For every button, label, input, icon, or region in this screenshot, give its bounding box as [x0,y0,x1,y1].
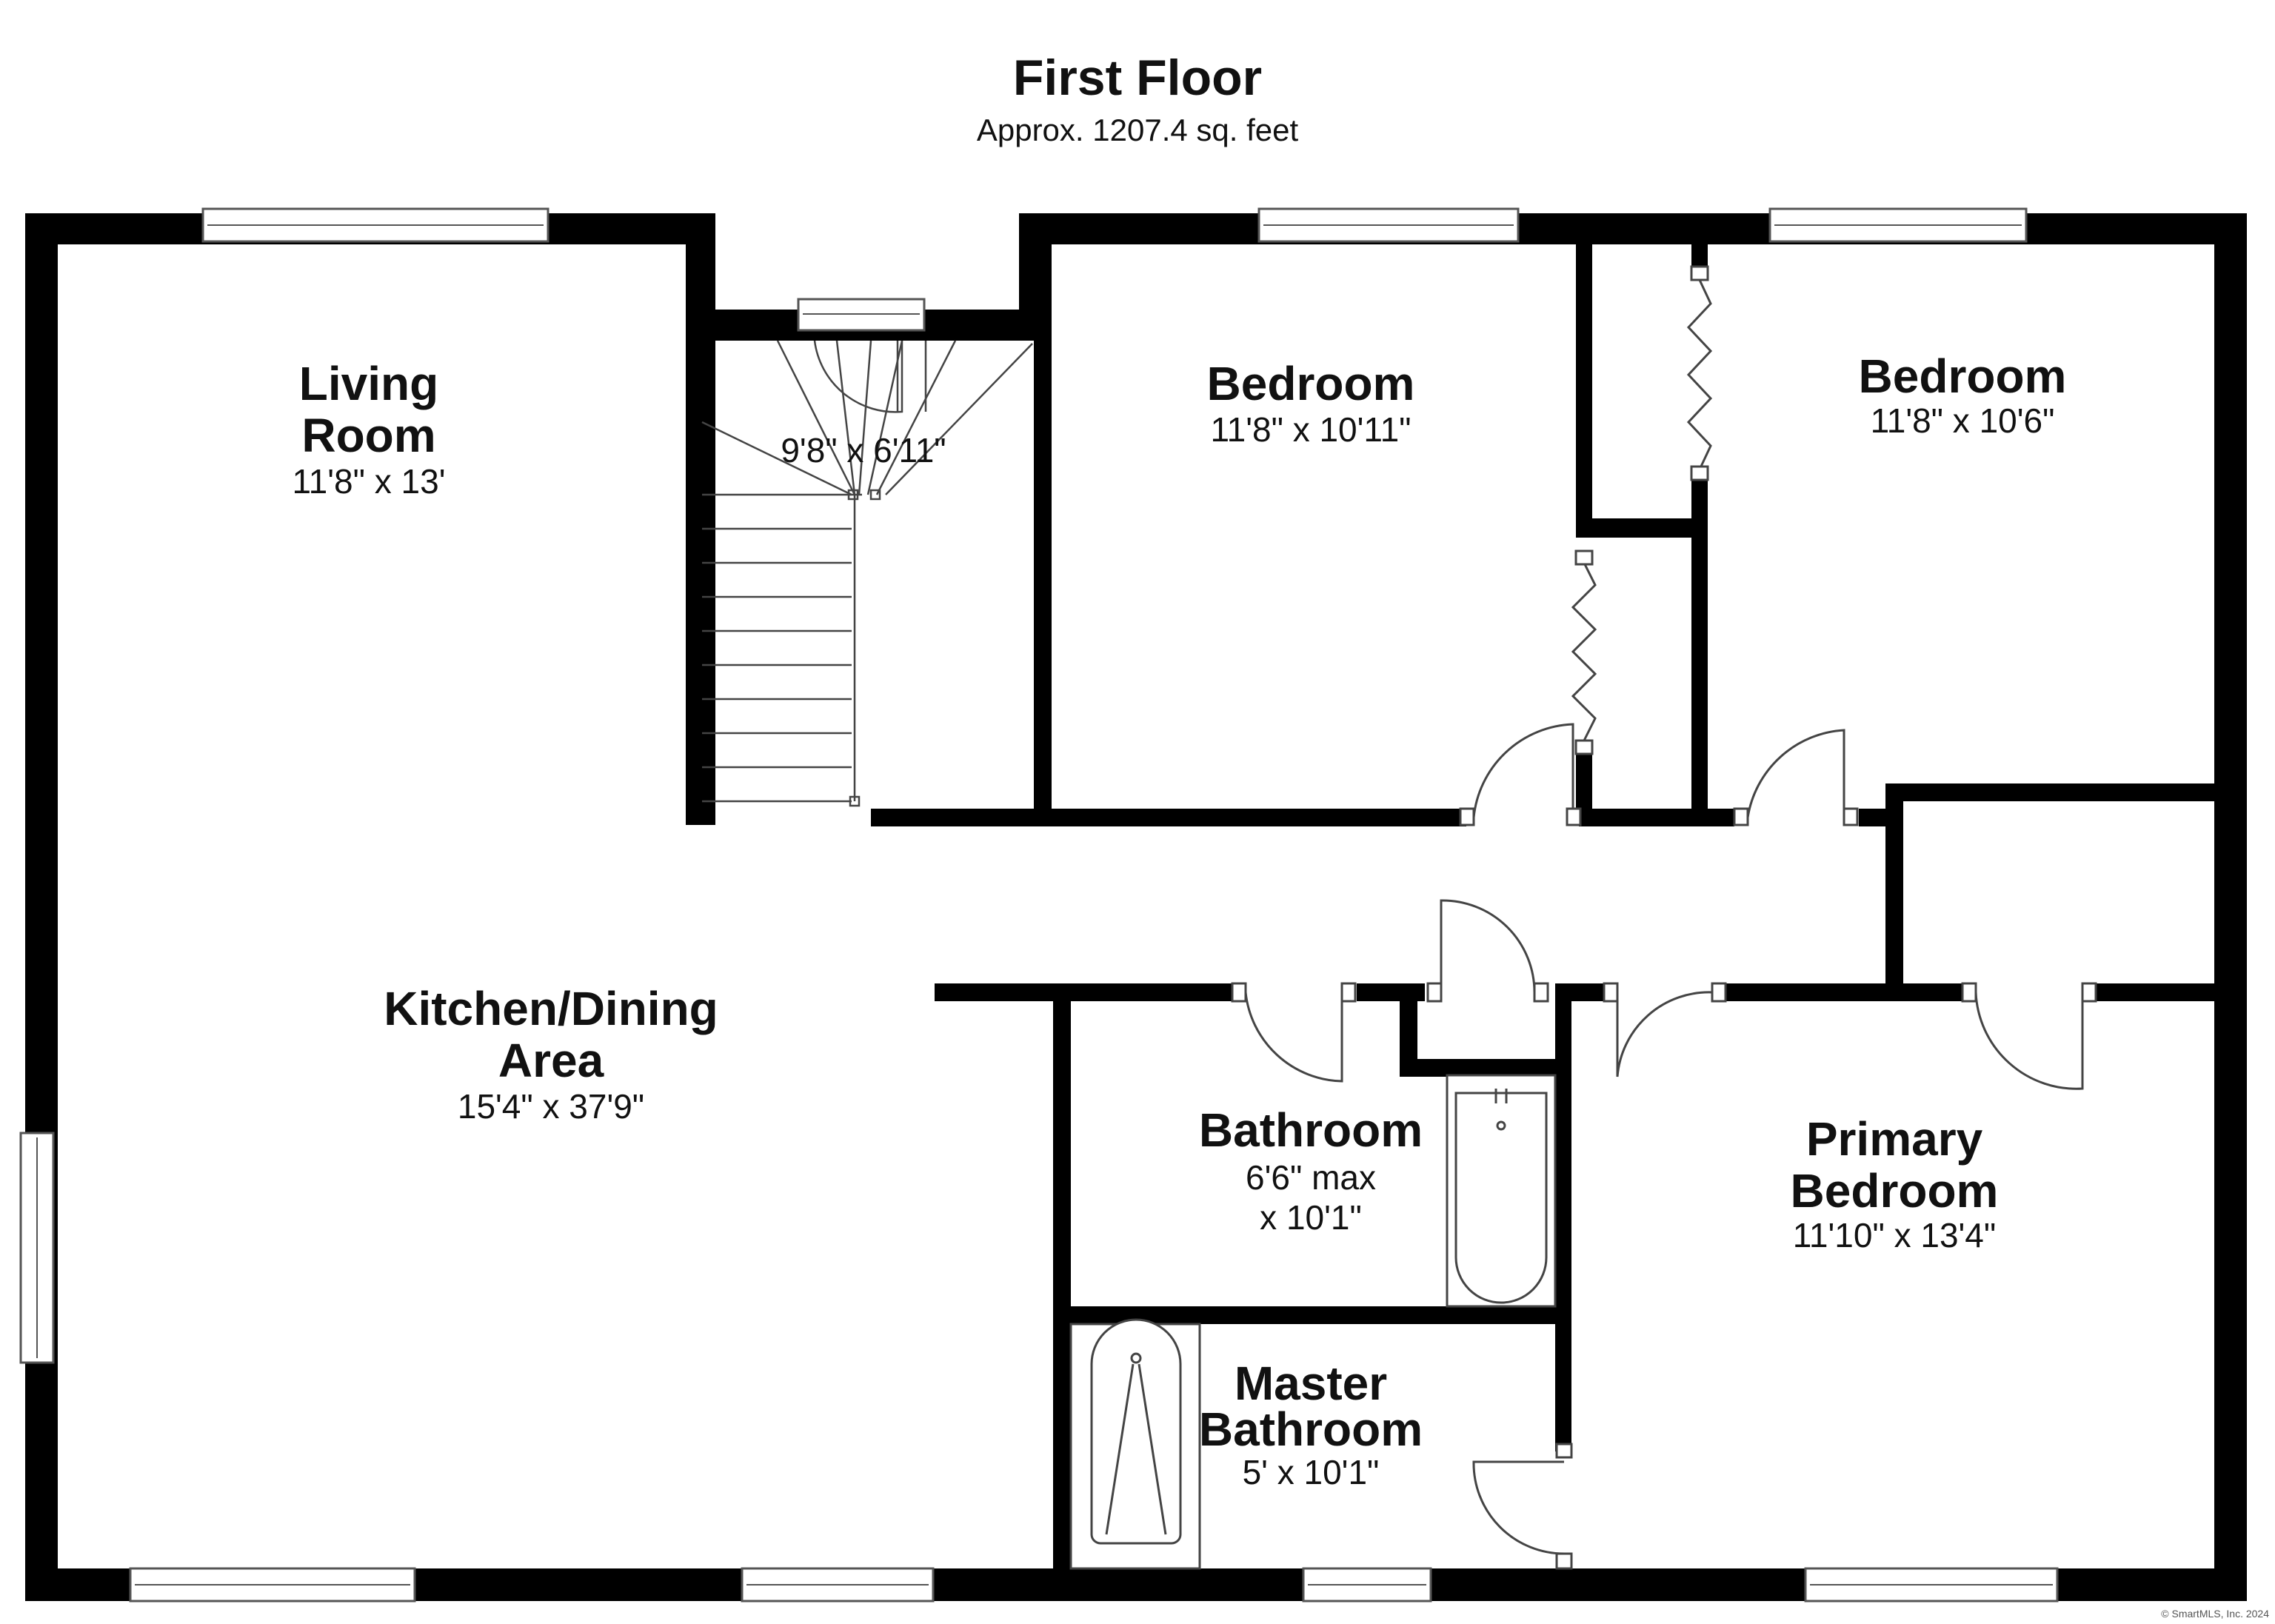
door-master-bathroom[interactable] [1472,1443,1573,1570]
door-bathroom[interactable] [1231,982,1357,1083]
bifold-door-bedroom2-closet[interactable] [1686,265,1713,481]
window-kitchen-bottom-1 [129,1567,416,1603]
window-master-bath-bottom [1302,1567,1432,1603]
room-name-line2: Area [498,1034,604,1087]
door-primary-bedroom[interactable] [1603,982,1727,1077]
room-name-line2: Bathroom [1199,1403,1423,1456]
staircase [701,340,1033,807]
window-living-top [201,207,549,243]
room-dimensions: 11'8" x 10'6" [1871,401,2055,440]
wall-hall-north-2 [1579,809,1734,826]
room-bedroom-1: Bedroom 11'8" x 10'11" [1207,357,1415,449]
room-dimensions: 11'8" x 10'11" [1210,410,1411,449]
wall-closet-lower [1576,742,1592,825]
wall-closet-mid [1576,518,1706,538]
window-primary-bottom [1804,1567,2059,1603]
room-master-bathroom: Master Bathroom 5' x 10'1" [1199,1357,1423,1491]
room-name: Bedroom [1207,357,1415,410]
room-name: Master [1235,1357,1387,1410]
windows [19,207,2059,1603]
wall-closet2-west [1885,783,1903,998]
room-name: Kitchen/Dining [384,982,718,1035]
wall-closet-bed2-b [1691,480,1708,825]
floor-title: First Floor [1013,50,1262,106]
room-dimensions: 5' x 10'1" [1243,1453,1380,1491]
copyright: © SmartMLS, Inc. 2024 [2161,1608,2269,1620]
wall-linen-south [1400,1059,1564,1077]
room-dimensions: 11'10" x 13'4" [1793,1216,1996,1254]
window-bedroom2-top [1768,207,2028,243]
room-bathroom: Bathroom 6'6" max x 10'1" [1199,1103,1423,1237]
room-dimensions: 9'8" x 6'11" [781,431,946,470]
room-kitchen-dining: Kitchen/Dining Area 15'4" x 37'9" [384,982,718,1126]
wall-right [2214,213,2247,1601]
door-bedroom1[interactable] [1459,723,1582,826]
door-linen-closet[interactable] [1426,899,1549,1003]
room-dimensions-line2: x 10'1" [1260,1198,1362,1237]
room-name-line2: Room [301,409,435,462]
bathtub [1446,1074,1557,1308]
room-stairs: 9'8" x 6'11" [781,431,946,470]
window-kitchen-left [19,1132,55,1364]
wall-top-right [1019,213,2247,244]
wall-bath-east [1555,983,1571,1451]
room-dimensions: 6'6" max [1246,1158,1376,1197]
shower [1069,1318,1201,1570]
wall-hall-south-6 [2093,983,2231,1001]
wall-bed1-closet [1576,244,1592,533]
floor-area: Approx. 1207.4 sq. feet [977,113,1299,147]
room-name: Bedroom [1859,350,2067,403]
wall-hall-north-1 [871,809,1466,826]
room-bedroom-2: Bedroom 11'8" x 10'6" [1859,350,2067,440]
wall-left [25,213,58,1576]
room-name: Living [299,357,438,410]
room-primary-bedroom: Primary Bedroom 11'10" x 13'4" [1791,1112,1999,1254]
wall-stair-bedroom [1034,244,1052,812]
door-primary-closet[interactable] [1961,982,2097,1090]
room-dimensions: 11'8" x 13' [293,462,446,501]
room-name: Bathroom [1199,1103,1423,1157]
bifold-door-bedroom1-closet[interactable] [1571,549,1597,755]
wall-bath-west [1053,983,1071,1576]
window-bedroom1-top [1257,207,1520,243]
wall-hall-south-2 [1053,983,1246,1001]
room-name-line2: Bedroom [1791,1164,1999,1217]
window-stair-top [797,298,926,332]
wall-hall-south-5 [1720,983,1968,1001]
bifold-doors [1571,265,1713,755]
room-living: Living Room 11'8" x 13' [293,357,446,501]
window-kitchen-bottom-2 [741,1567,935,1603]
room-name: Primary [1806,1112,1983,1166]
door-bedroom2[interactable] [1733,729,1859,826]
doors [1231,723,2097,1570]
wall-bed2-south [1885,783,2231,801]
wall-hall-south-1 [935,983,1053,1001]
room-dimensions: 15'4" x 37'9" [458,1087,644,1126]
